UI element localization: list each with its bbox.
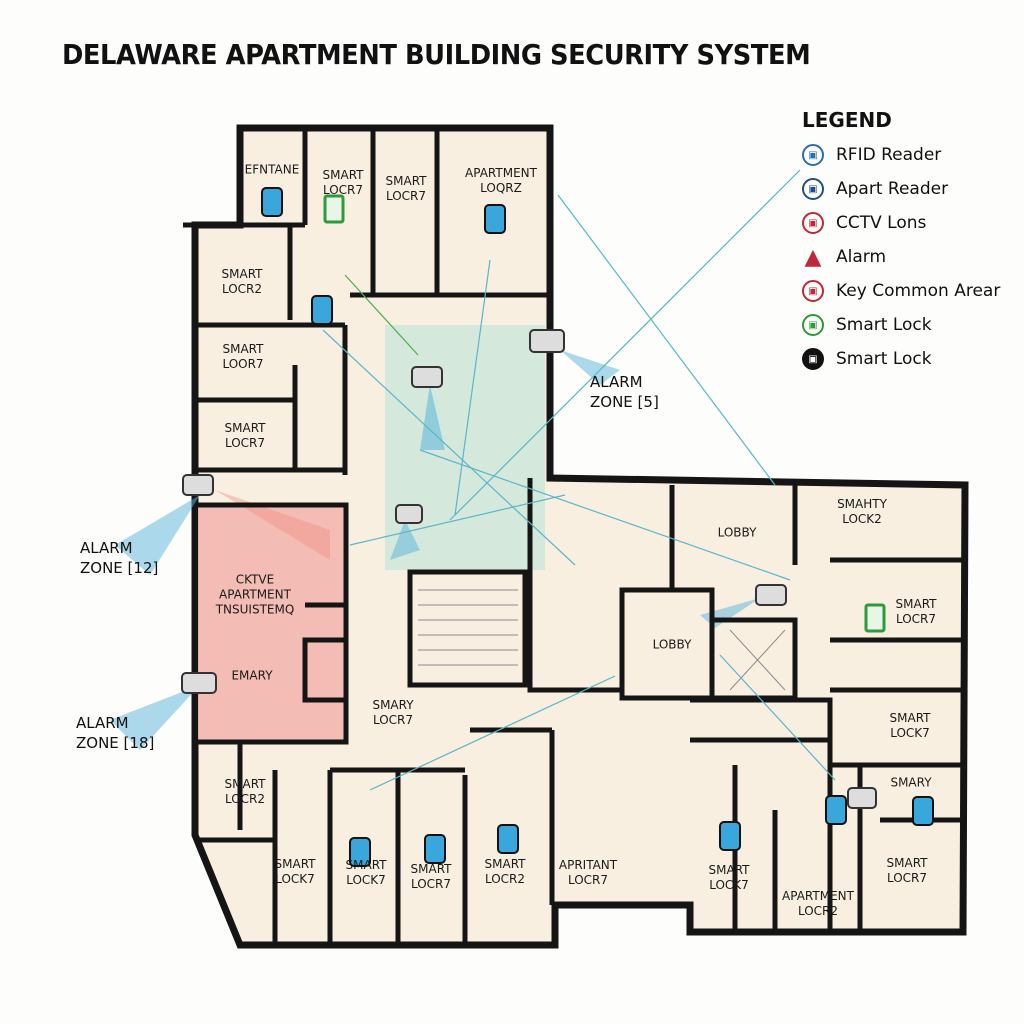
cctv-camera-icon	[182, 474, 214, 496]
cctv-camera-icon	[411, 366, 443, 388]
rfid-reader-icon	[497, 824, 519, 854]
stairs	[418, 589, 786, 691]
cctv-camera-icon	[181, 672, 217, 694]
interior-walls	[183, 128, 963, 945]
cctv-beam	[420, 385, 445, 450]
cctv-beam	[560, 350, 620, 385]
legend-item: ▣ Smart Lock	[802, 342, 1000, 376]
apart-reader-icon: ▣	[802, 178, 824, 200]
legend-item: ▣ Apart Reader	[802, 172, 1000, 206]
legend-item: ▲ Alarm	[802, 240, 1000, 274]
cctv-camera-icon	[847, 787, 877, 809]
connection-line-green	[344, 274, 419, 356]
legend-item: ▣ Key Common Arear	[802, 274, 1000, 308]
cctv-camera-icon	[395, 504, 423, 524]
smart-lock-green-icon	[323, 194, 345, 224]
rfid-reader-icon	[424, 834, 446, 864]
smart-lock-devices	[323, 194, 886, 633]
rfid-reader-devices	[261, 187, 934, 867]
rfid-reader-icon	[261, 187, 283, 217]
page-title: DELAWARE APARTMENT BUILDING SECURITY SYS…	[62, 38, 811, 71]
legend-label: Alarm	[836, 247, 887, 267]
legend-label: RFID Reader	[836, 145, 942, 165]
cctv-beam	[390, 520, 420, 560]
cctv-beam	[115, 495, 200, 575]
cctv-lock-icon: ▣	[802, 212, 824, 234]
cctv-cameras	[181, 329, 877, 809]
legend: LEGEND ▣ RFID Reader ▣ Apart Reader ▣ CCTV …	[802, 108, 1000, 376]
smart-lock-black-icon: ▣	[802, 348, 824, 370]
rfid-reader-icon	[719, 821, 741, 851]
smart-lock-green-icon	[864, 603, 886, 633]
legend-item: ▣ Smart Lock	[802, 308, 1000, 342]
legend-item: ▣ RFID Reader	[802, 138, 1000, 172]
rfid-reader-icon	[825, 795, 847, 825]
rfid-reader-icon: ▣	[802, 144, 824, 166]
key-common-area-icon: ▣	[802, 280, 824, 302]
legend-label: Smart Lock	[836, 349, 932, 369]
room-label: SMARY	[890, 775, 932, 790]
rfid-reader-icon	[311, 295, 333, 325]
secure-zone	[385, 325, 545, 570]
rfid-reader-icon	[484, 204, 506, 234]
connection-lines	[322, 169, 836, 791]
legend-label: Apart Reader	[836, 179, 949, 199]
room-label: EMARY	[231, 668, 273, 683]
smart-lock-green-icon: ▣	[802, 314, 824, 336]
legend-label: Smart Lock	[836, 315, 932, 335]
legend-label: Key Common Arear	[836, 281, 1001, 301]
rfid-reader-icon	[349, 837, 371, 867]
room-label: LOBBY	[652, 637, 692, 652]
cctv-camera-icon	[529, 329, 565, 353]
cctv-beam	[110, 685, 200, 750]
legend-item: ▣ CCTV Lons	[802, 206, 1000, 240]
legend-label: CCTV Lons	[836, 213, 927, 233]
rfid-reader-icon	[912, 796, 934, 826]
cctv-camera-icon	[755, 584, 787, 606]
room-label: EFNTANE	[244, 162, 300, 177]
legend-heading: LEGEND	[802, 108, 892, 132]
room-label: LOBBY	[717, 525, 757, 540]
alarm-triangle-icon: ▲	[804, 244, 822, 270]
